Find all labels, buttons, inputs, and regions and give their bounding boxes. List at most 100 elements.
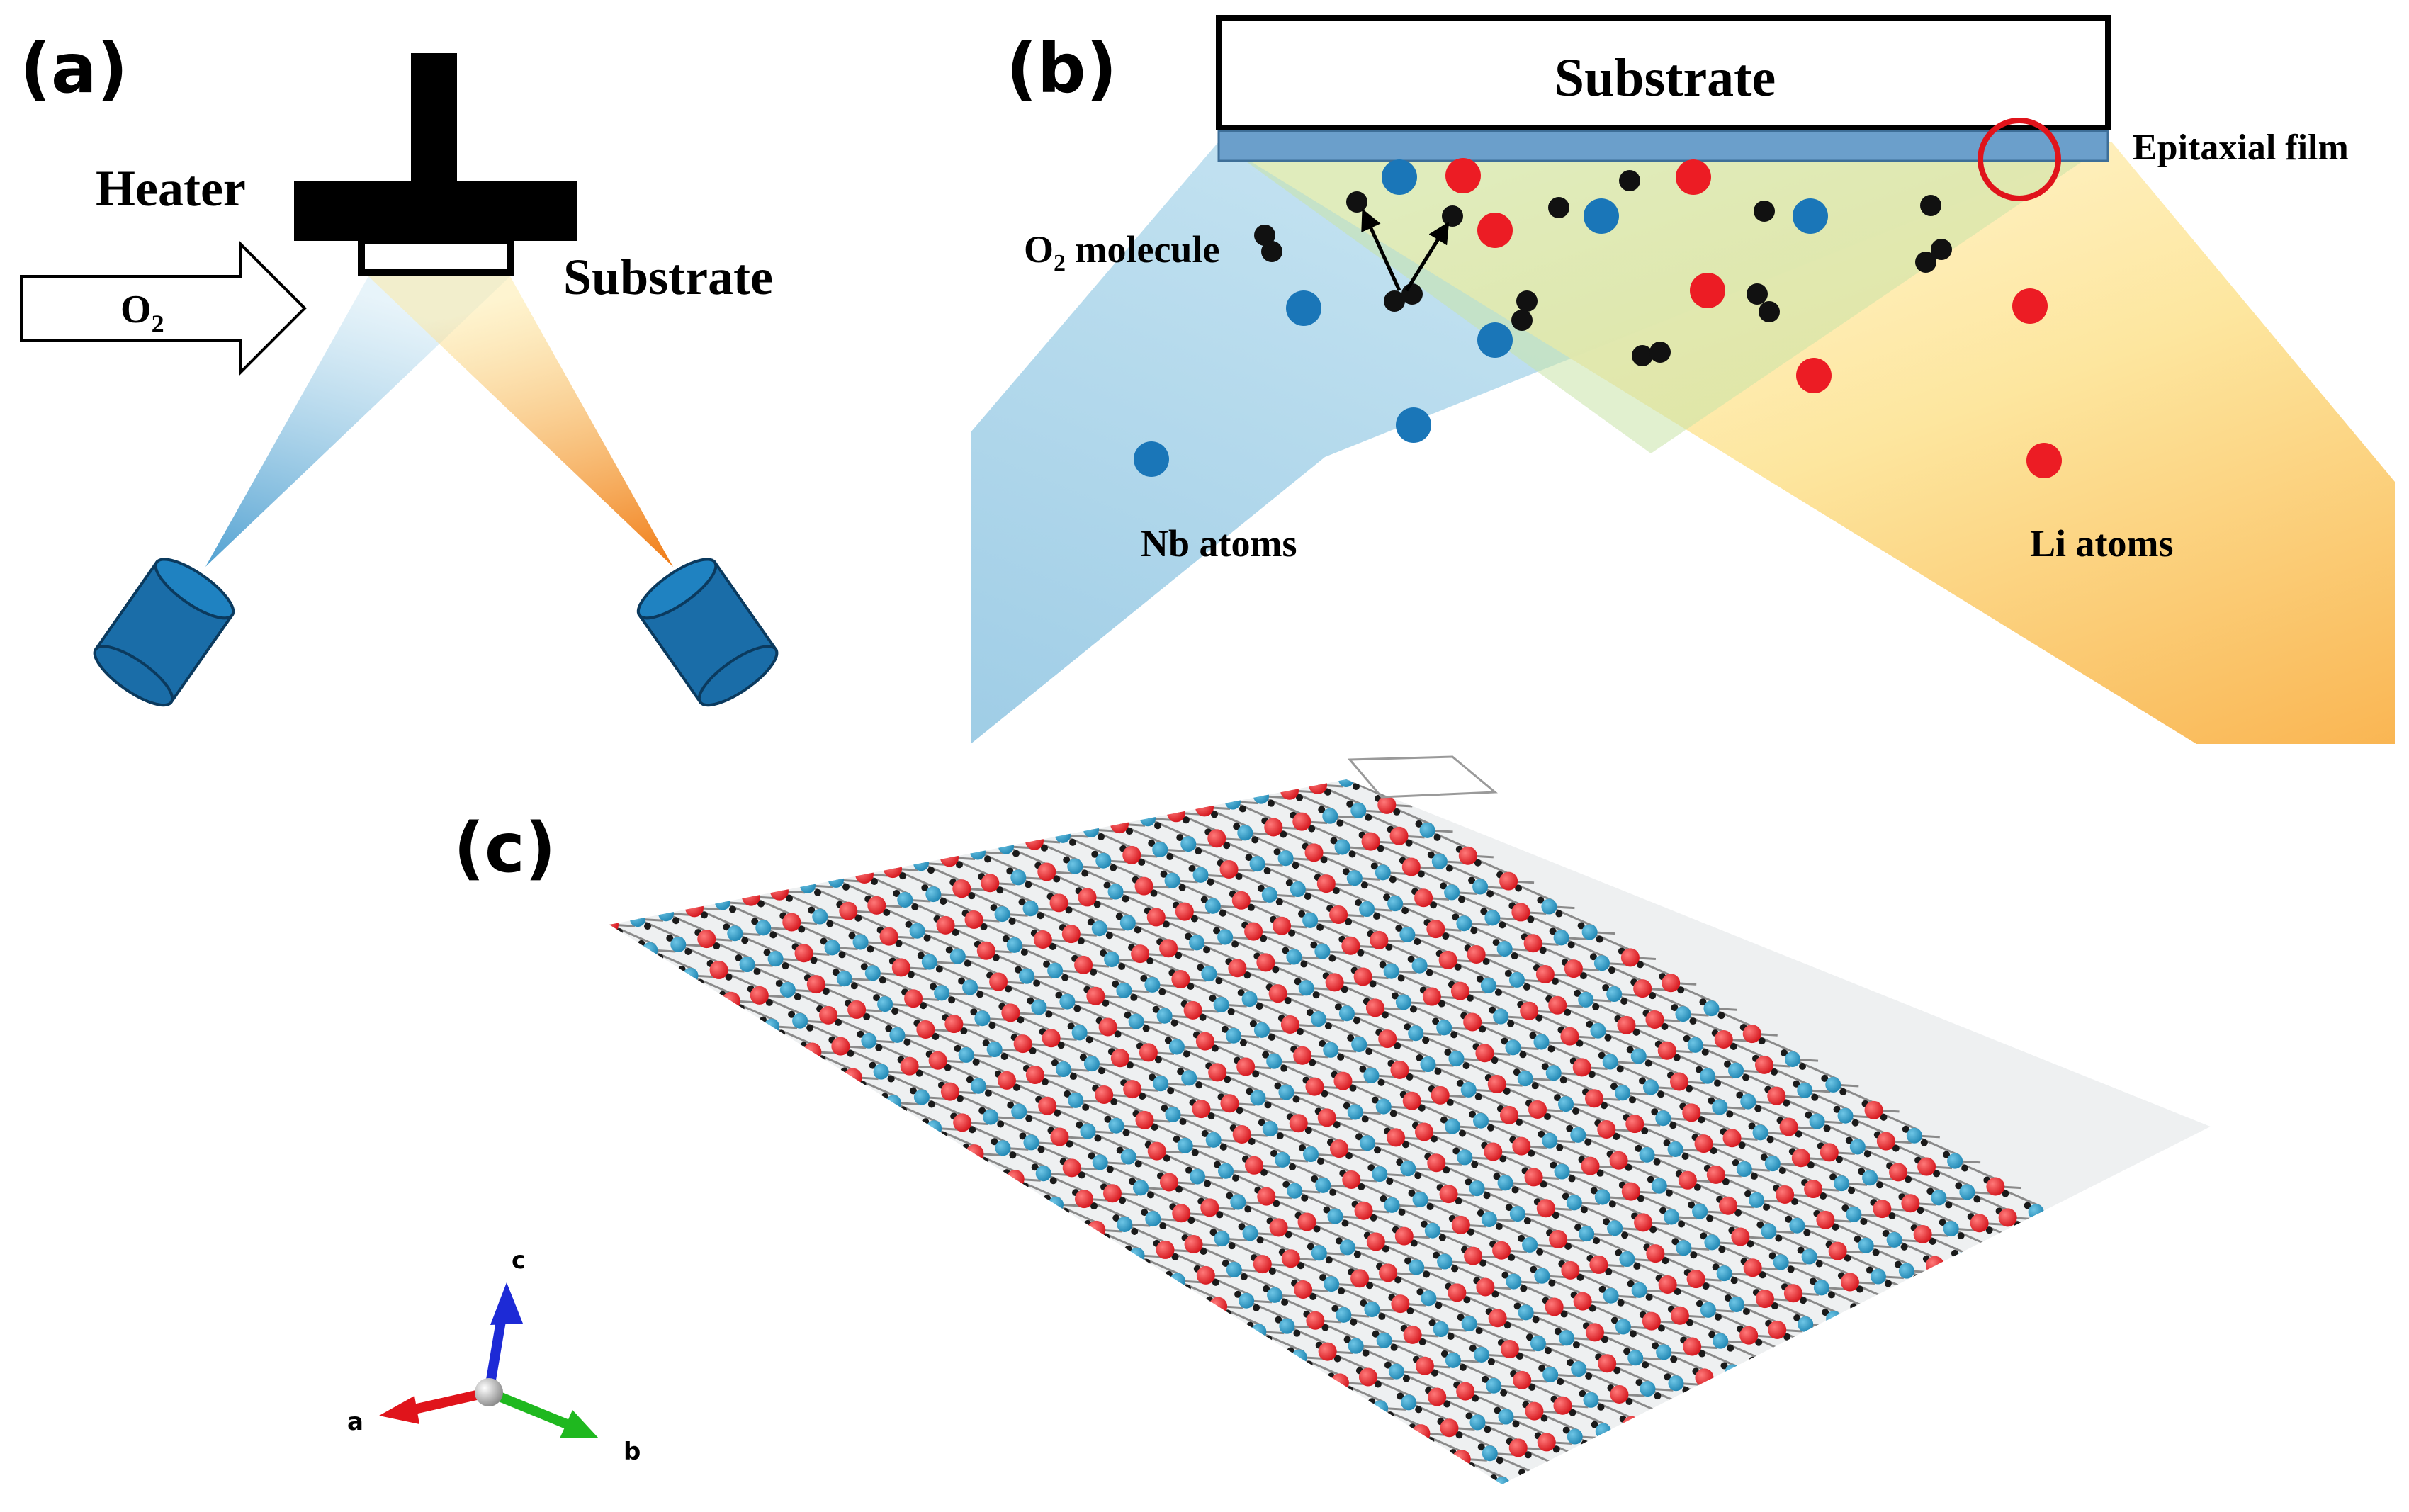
- lattice-bond: [1724, 1272, 1770, 1294]
- lattice-nb-atom: [642, 942, 658, 958]
- lattice-li-atom: [1256, 953, 1275, 972]
- lattice-bond: [2032, 1278, 2058, 1282]
- lattice-oxygen: [940, 1132, 948, 1139]
- lattice-oxygen: [1625, 1397, 1633, 1405]
- lattice-nb-atom: [1372, 1400, 1389, 1416]
- lattice-oxygen: [948, 996, 956, 1004]
- lattice-nb-atom: [913, 855, 929, 871]
- lattice-li-atom: [1264, 818, 1283, 837]
- lattice-oxygen: [1637, 1195, 1644, 1202]
- lattice-nb-atom: [1849, 1139, 1866, 1155]
- lattice-oxygen: [1799, 1297, 1807, 1304]
- lattice-oxygen: [1402, 1141, 1409, 1149]
- lattice-nb-atom: [1237, 825, 1253, 841]
- lattice-nb-atom: [1460, 1081, 1477, 1098]
- lattice-oxygen: [1868, 1316, 1876, 1324]
- lattice-oxygen: [1839, 1088, 1847, 1095]
- lattice-nb-atom: [739, 957, 755, 973]
- lattice-oxygen: [871, 878, 878, 886]
- lattice-nb-atom: [1168, 1039, 1185, 1055]
- lattice-bond: [1185, 1144, 1231, 1167]
- lattice-bond: [1671, 1216, 1717, 1238]
- lattice-oxygen: [1809, 1277, 1817, 1285]
- lattice-oxygen: [2016, 1337, 2024, 1345]
- lattice-oxygen: [1941, 1268, 1948, 1276]
- lattice-bond: [1971, 1357, 1997, 1361]
- lattice-oxygen: [1575, 1457, 1582, 1465]
- lattice-nb-atom: [1469, 1180, 1485, 1197]
- lattice-bond: [1293, 956, 1340, 978]
- lattice-oxygen: [796, 875, 803, 883]
- lattice-oxygen: [2157, 1309, 2165, 1316]
- lattice-oxygen: [1807, 1395, 1815, 1403]
- lattice-nb-atom: [1558, 1096, 1574, 1112]
- lattice-oxygen: [1547, 1463, 1554, 1471]
- lattice-bond: [1464, 1156, 1511, 1178]
- lattice-oxygen: [1475, 1327, 1483, 1335]
- lattice-oxygen: [1494, 1406, 1501, 1414]
- lattice-li-atom: [1269, 1218, 1288, 1237]
- lattice-oxygen: [1484, 1426, 1491, 1433]
- lattice-li-atom: [742, 887, 760, 906]
- lattice-oxygen: [1260, 935, 1268, 942]
- lattice-oxygen: [1992, 1275, 1999, 1282]
- lattice-bond: [2048, 1241, 2074, 1246]
- lattice-oxygen: [1214, 1161, 1221, 1168]
- lattice-oxygen: [684, 948, 692, 956]
- lattice-oxygen: [1201, 1129, 1209, 1137]
- lattice-nb-atom: [1728, 1062, 1744, 1078]
- lattice-oxygen: [1467, 1228, 1474, 1236]
- lattice-oxygen: [1232, 1174, 1239, 1182]
- lattice-bond: [2068, 1371, 2095, 1375]
- lattice-oxygen: [1562, 1426, 1570, 1434]
- lattice-oxygen: [1539, 947, 1547, 954]
- lattice-bond: [2089, 1267, 2115, 1271]
- lattice-oxygen: [1602, 984, 1610, 992]
- lattice-oxygen: [1959, 1348, 1967, 1356]
- lattice-nb-atom: [1716, 1265, 1732, 1282]
- lattice-oxygen: [1584, 1138, 1592, 1146]
- lattice-oxygen: [1292, 862, 1299, 869]
- lattice-nb-atom: [994, 906, 1010, 923]
- lattice-bond: [1416, 1266, 1462, 1288]
- lattice-oxygen: [1907, 1292, 1914, 1299]
- lattice-nb-atom: [1602, 1054, 1618, 1070]
- lattice-nb-atom: [1668, 1375, 1684, 1392]
- lattice-oxygen: [2104, 1370, 2111, 1378]
- lattice-li-atom: [1033, 930, 1052, 949]
- lattice-bond: [1512, 1046, 1559, 1068]
- lattice-li-atom: [847, 1000, 867, 1019]
- lattice-oxygen: [1471, 1161, 1479, 1168]
- lattice-nb-atom: [1375, 864, 1391, 881]
- lattice-oxygen: [1330, 837, 1338, 845]
- lattice-bond: [1128, 1156, 1174, 1178]
- lattice-oxygen: [1274, 1082, 1282, 1090]
- lattice-oxygen: [1442, 932, 1450, 940]
- lattice-nb-atom: [1303, 1146, 1319, 1163]
- lattice-oxygen: [1175, 1185, 1183, 1193]
- lattice-oxygen: [1979, 1244, 1987, 1252]
- lattice-oxygen: [1580, 1206, 1588, 1214]
- lattice-oxygen: [1840, 1322, 1848, 1330]
- lattice-oxygen: [940, 898, 947, 905]
- lattice-li-atom: [1776, 1185, 1795, 1204]
- lattice-nb-atom: [828, 871, 844, 888]
- lattice-oxygen: [1905, 1409, 1912, 1417]
- lattice-oxygen: [1152, 1005, 1160, 1013]
- lattice-nb-atom: [1277, 850, 1294, 867]
- lattice-bond: [1890, 1306, 1917, 1310]
- lattice-oxygen: [2063, 1345, 2070, 1353]
- lattice-oxygen: [769, 931, 777, 939]
- lattice-li-atom: [1686, 1270, 1705, 1289]
- lattice-bond: [1366, 908, 1412, 930]
- lattice-bond: [1813, 1421, 1859, 1444]
- lattice-li-atom: [843, 1068, 862, 1087]
- lattice-oxygen: [1657, 1090, 1664, 1098]
- lattice-oxygen: [1477, 1443, 1485, 1451]
- lattice-oxygen: [1807, 1161, 1815, 1169]
- lattice-oxygen: [1374, 1380, 1382, 1388]
- lattice-oxygen: [1775, 1234, 1783, 1242]
- lattice-li-atom: [1411, 1424, 1431, 1443]
- lattice-bond: [1695, 1044, 1741, 1066]
